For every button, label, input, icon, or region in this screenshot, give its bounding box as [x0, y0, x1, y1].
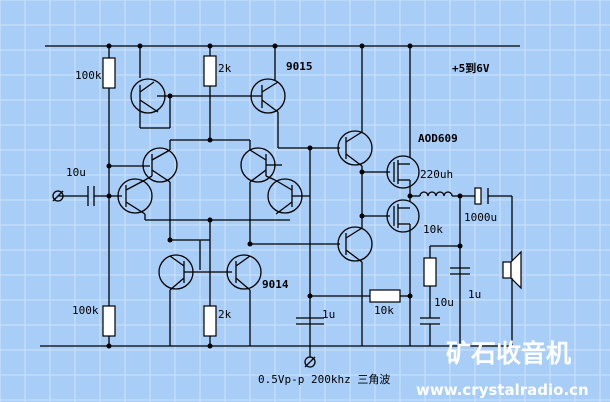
- watermark-url: www.crystalradio.cn: [416, 381, 589, 399]
- speaker-icon: [502, 261, 512, 279]
- resistor-2k-top: [203, 55, 217, 87]
- label-q-bottom: 9014: [262, 278, 289, 291]
- inductor: [419, 191, 453, 197]
- resistor-100k-top: [102, 57, 116, 89]
- q5: [117, 178, 153, 214]
- label-inductor: 220uh: [420, 168, 453, 181]
- q8-npn: [226, 254, 262, 290]
- label-c-mid: 1u: [322, 308, 335, 321]
- watermark-title: 矿石收音机: [446, 339, 571, 368]
- label-c-snub: 10u: [434, 296, 454, 309]
- label-c-out: 1000u: [464, 211, 497, 224]
- label-r-bot-left: 100k: [72, 304, 99, 317]
- label-r-top-left: 100k: [75, 69, 102, 82]
- label-mosfet: AOD609: [418, 132, 458, 145]
- mosfet-bottom: [386, 199, 420, 233]
- label-input-signal: 0.5Vp-p 200khz 三角波: [258, 373, 390, 386]
- label-q-top: 9015: [286, 60, 313, 73]
- resistor-100k-bottom: [102, 305, 116, 337]
- label-r-bot-mid: 2k: [218, 308, 232, 321]
- input-terminal: [52, 190, 64, 202]
- driver-pnp: [337, 226, 373, 262]
- label-supply: +5到6V: [452, 61, 490, 75]
- label-c-in: 10u: [66, 166, 86, 179]
- mosfet-top: [386, 155, 420, 189]
- output-cap-plate-a: [474, 187, 482, 205]
- label-r-snub: 10k: [423, 223, 443, 236]
- label-r-fb: 10k: [374, 304, 394, 317]
- label-c-filt: 1u: [468, 288, 481, 301]
- driver-npn: [337, 130, 373, 166]
- resistor-10k-snubber: [423, 257, 437, 287]
- label-r-top-mid: 2k: [218, 62, 232, 75]
- q3: [142, 147, 178, 183]
- resistor-10k-feedback: [369, 289, 401, 303]
- q2-pnp: [250, 78, 286, 114]
- resistor-2k-bottom: [203, 305, 217, 337]
